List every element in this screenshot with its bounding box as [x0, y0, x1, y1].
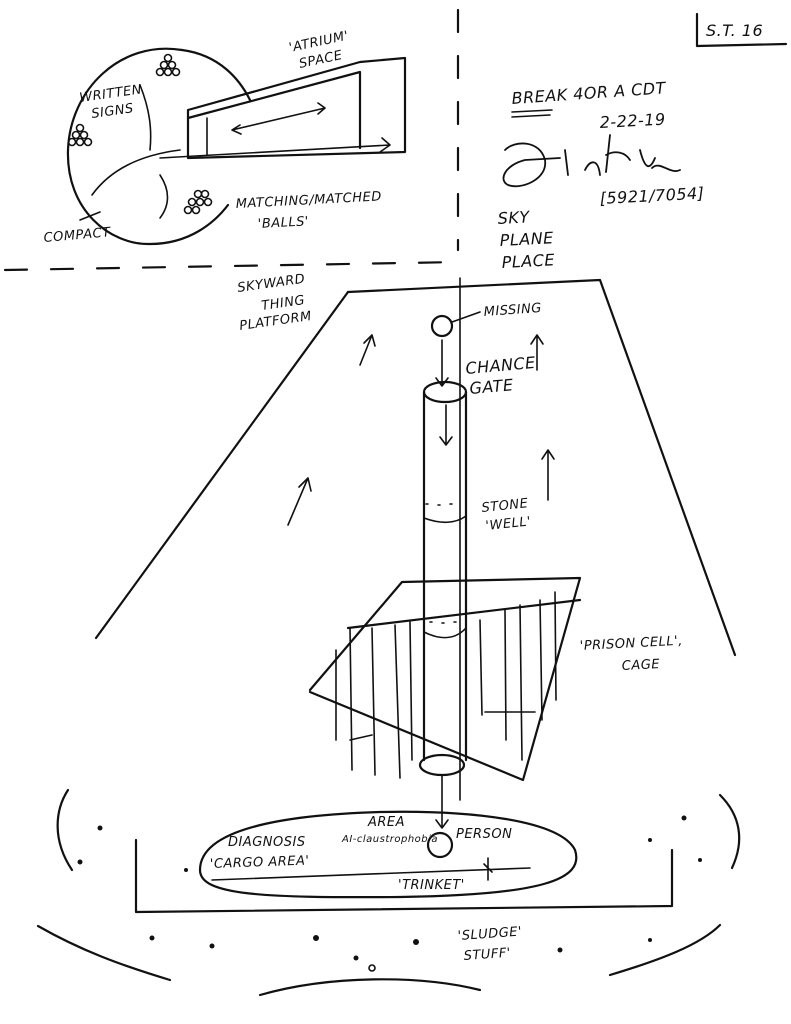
gate-label: GATE [469, 375, 515, 398]
sludge-ground [36, 788, 741, 997]
page-number: S.T. 16 [706, 21, 763, 40]
trinket-label: 'TRINKET' [398, 878, 465, 893]
ball-pile-bottom [183, 189, 213, 215]
diagnosis-label: DIAGNOSIS [228, 835, 306, 850]
thing-label: THING [260, 293, 306, 314]
main-labels: SKY PLANE PLACE SKYWARD THING PLATFORM M… [210, 207, 684, 964]
reference-note: [5921/7054] [599, 184, 705, 208]
claustrophobia-label: AI-claustrophobia [341, 834, 438, 845]
sky-label: SKY [497, 207, 531, 228]
ball-pile-top [155, 53, 181, 77]
sludge-label: 'SLUDGE' [457, 925, 522, 944]
compact-label: COMPACT [43, 225, 112, 246]
missing-label: MISSING [483, 301, 542, 320]
stone-label: STONE [481, 496, 529, 516]
prison-cell-label: 'PRISON CELL', [579, 634, 683, 654]
platform [94, 278, 737, 657]
prison-cage [308, 576, 582, 782]
written-signs-label-2: SIGNS [90, 101, 134, 122]
person-label: PERSON [456, 827, 512, 842]
well-label: 'WELL' [485, 514, 532, 534]
plane-label: PLANE [499, 228, 554, 250]
cage-label: CAGE [621, 657, 660, 674]
skyward-label: SKYWARD [236, 272, 306, 296]
chance-label: CHANCE [465, 353, 537, 378]
matching-label-1: MATCHING/MATCHED [235, 189, 382, 212]
header-notes: BREAK 4OR A CDT 2-22-19 [5921/7054] [502, 78, 705, 208]
missing-ball [430, 314, 454, 338]
cargo-area-label: 'CARGO AREA' [210, 854, 310, 872]
stuff-label: STUFF' [463, 946, 511, 964]
page-number-box: S.T. 16 [695, 12, 788, 48]
section-dividers [3, 8, 462, 272]
cargo-area [198, 810, 578, 899]
area-label: AREA [367, 815, 405, 830]
break-note: BREAK 4OR A CDT [511, 78, 667, 108]
signature [502, 134, 681, 188]
ball-pile-left [67, 123, 93, 147]
platform-label: PLATFORM [238, 309, 312, 334]
place-label: PLACE [501, 250, 556, 272]
written-signs-label-1: WRITTEN [78, 82, 143, 106]
date-note: 2-22-19 [599, 110, 666, 132]
inset-sketch: WRITTEN SIGNS 'ATRIUM' SPACE MATCHING/MA… [43, 29, 407, 246]
stone-well-tube [418, 380, 468, 829]
matching-label-2: 'BALLS' [257, 214, 309, 232]
